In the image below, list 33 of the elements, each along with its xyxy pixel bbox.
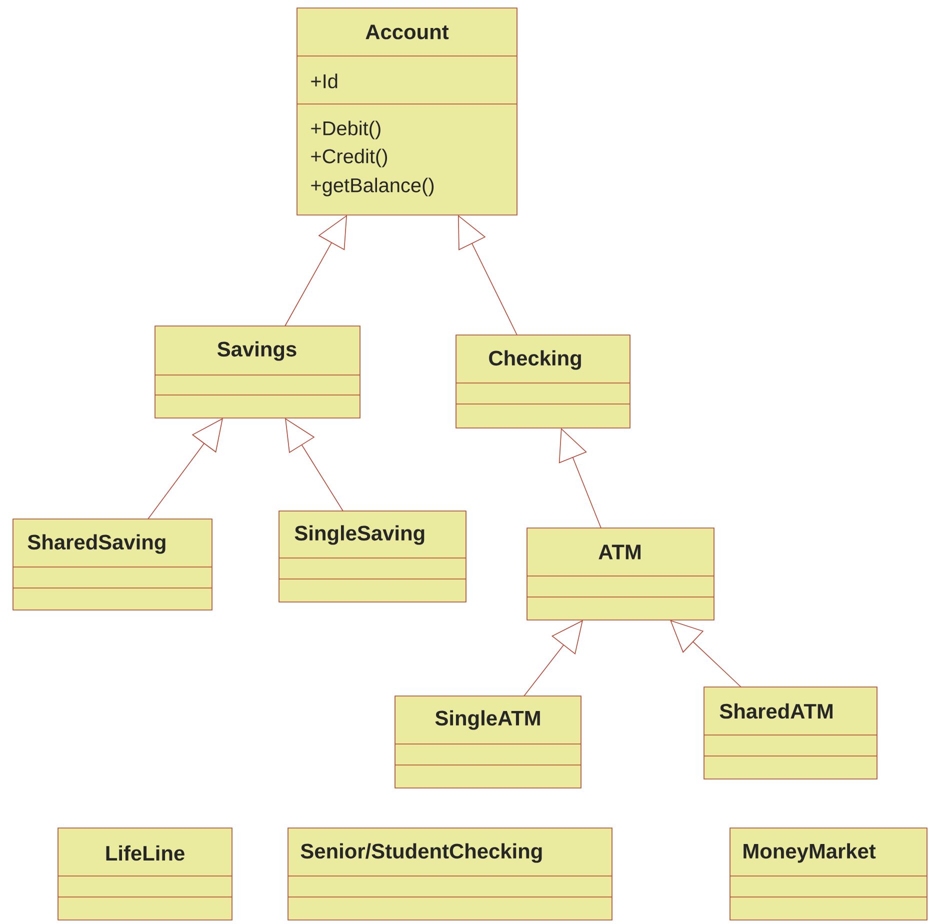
class-box <box>288 828 612 920</box>
class-box <box>296 8 518 216</box>
generalization-arrow <box>670 620 742 688</box>
generalization-arrow <box>285 418 344 512</box>
generalization-arrow <box>558 428 602 528</box>
class-box <box>58 828 232 920</box>
class-box <box>12 518 212 610</box>
class-name: SharedSaving <box>28 534 166 554</box>
generalization-arrow <box>458 215 518 336</box>
class-box <box>704 686 878 780</box>
class-box <box>730 828 928 920</box>
class-box <box>154 326 360 418</box>
method-text: +getBalance() <box>311 178 434 196</box>
class-name: Checking <box>489 350 581 370</box>
generalization-arrow <box>148 418 223 520</box>
method-text: +Credit() <box>311 148 388 168</box>
class-name: MoneyMarket <box>744 843 876 863</box>
class-name: Account <box>366 24 449 40</box>
class-name: LifeLine <box>106 845 184 861</box>
class-box <box>456 334 630 428</box>
class-name: SharedATM <box>720 703 832 719</box>
class-box <box>394 696 582 788</box>
class-box <box>526 528 714 620</box>
class-box <box>278 510 466 602</box>
class-name: ATM <box>598 544 640 560</box>
method-text: +Debit() <box>311 120 380 140</box>
generalization-arrow <box>524 620 583 696</box>
attribute-text: +Id <box>311 74 338 88</box>
class-name: SingleATM <box>435 710 540 730</box>
generalization-arrow <box>284 215 347 326</box>
class-name: Savings <box>218 341 296 361</box>
class-name: SingleSaving <box>294 525 424 545</box>
class-name: Senior/StudentChecking <box>300 843 542 863</box>
